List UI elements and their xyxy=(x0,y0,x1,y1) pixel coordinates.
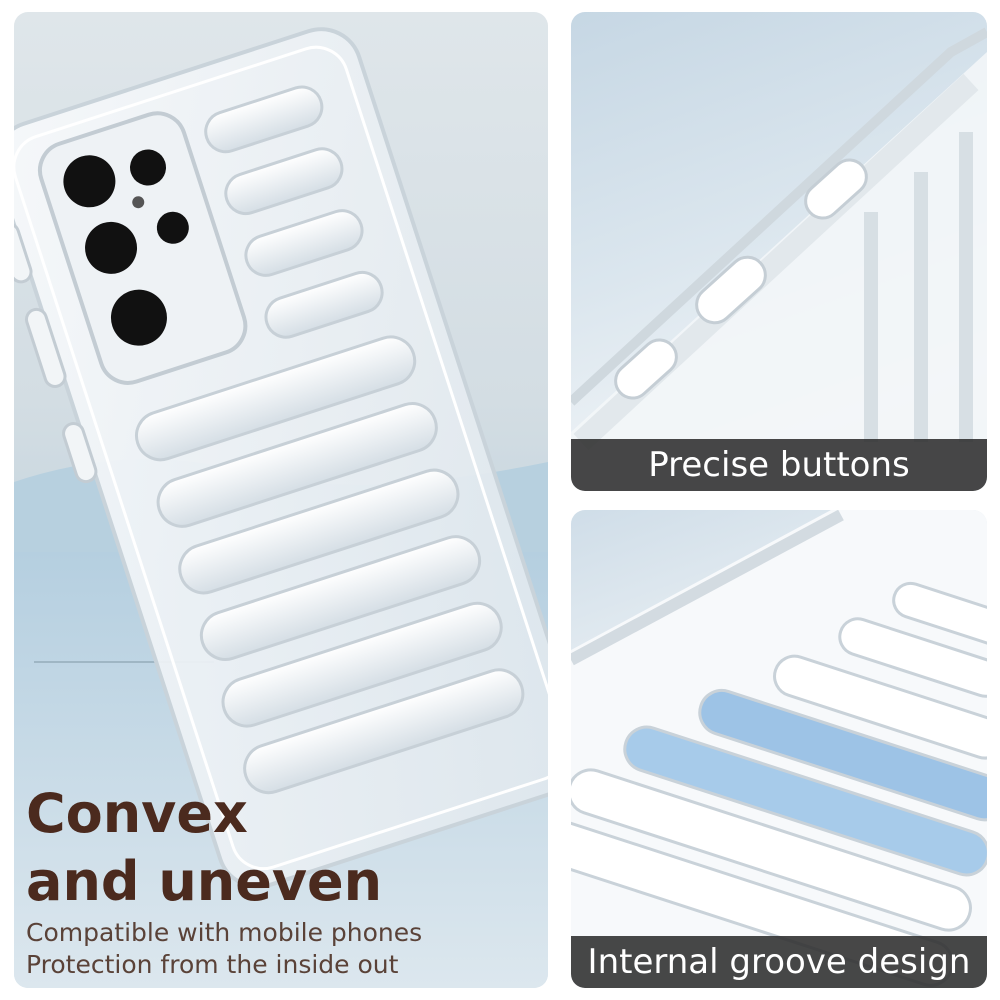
grip-ridge xyxy=(204,85,324,154)
headline-convex: Convex xyxy=(26,782,248,845)
headline-uneven: and uneven xyxy=(26,850,383,913)
button-cutout xyxy=(614,338,678,400)
grip-ridge xyxy=(243,668,525,795)
side-button xyxy=(14,222,33,284)
groove-long-tinted xyxy=(698,688,987,822)
internal-groove-panel: Internal groove design xyxy=(571,510,987,988)
grip-ridge xyxy=(178,468,460,595)
flash-icon xyxy=(132,196,145,209)
caption-internal-groove: Internal groove design xyxy=(571,936,987,988)
grip-ridge xyxy=(264,270,384,339)
grip-ridge xyxy=(224,147,344,216)
camera-lens-icon xyxy=(63,155,116,208)
caption-precise-buttons: Precise buttons xyxy=(571,439,987,491)
camera-lens-icon xyxy=(85,221,138,274)
side-button xyxy=(62,422,98,484)
case-rim-line xyxy=(571,510,844,666)
camera-lens-icon xyxy=(130,149,167,186)
grip-ridge xyxy=(199,535,482,661)
groove-closeup-illustration xyxy=(571,510,987,988)
subline-protection: Protection from the inside out xyxy=(26,950,399,979)
precise-buttons-panel: Precise buttons xyxy=(571,12,987,491)
case-rim-line xyxy=(571,27,987,406)
button-cutout xyxy=(804,158,868,220)
groove-long xyxy=(773,654,987,760)
phone-case xyxy=(14,27,548,889)
case-inner-rim xyxy=(14,45,548,871)
product-hero-panel xyxy=(14,12,548,988)
subline-compatible: Compatible with mobile phones xyxy=(26,918,423,947)
grip-ridge xyxy=(244,209,364,277)
groove-long xyxy=(571,768,972,932)
camera-lens-icon xyxy=(110,289,167,346)
phone-case-illustration xyxy=(14,27,548,988)
grip-ridge xyxy=(135,335,417,462)
button-cutout xyxy=(695,255,767,325)
camera-lens-icon xyxy=(156,211,189,244)
side-button xyxy=(24,307,67,388)
groove-short xyxy=(892,581,987,649)
groove-long-tinted xyxy=(623,725,987,877)
grip-ridge xyxy=(156,402,438,528)
button-closeup-illustration xyxy=(571,27,987,491)
grip-ridge xyxy=(221,601,503,728)
groove-short xyxy=(838,617,987,698)
